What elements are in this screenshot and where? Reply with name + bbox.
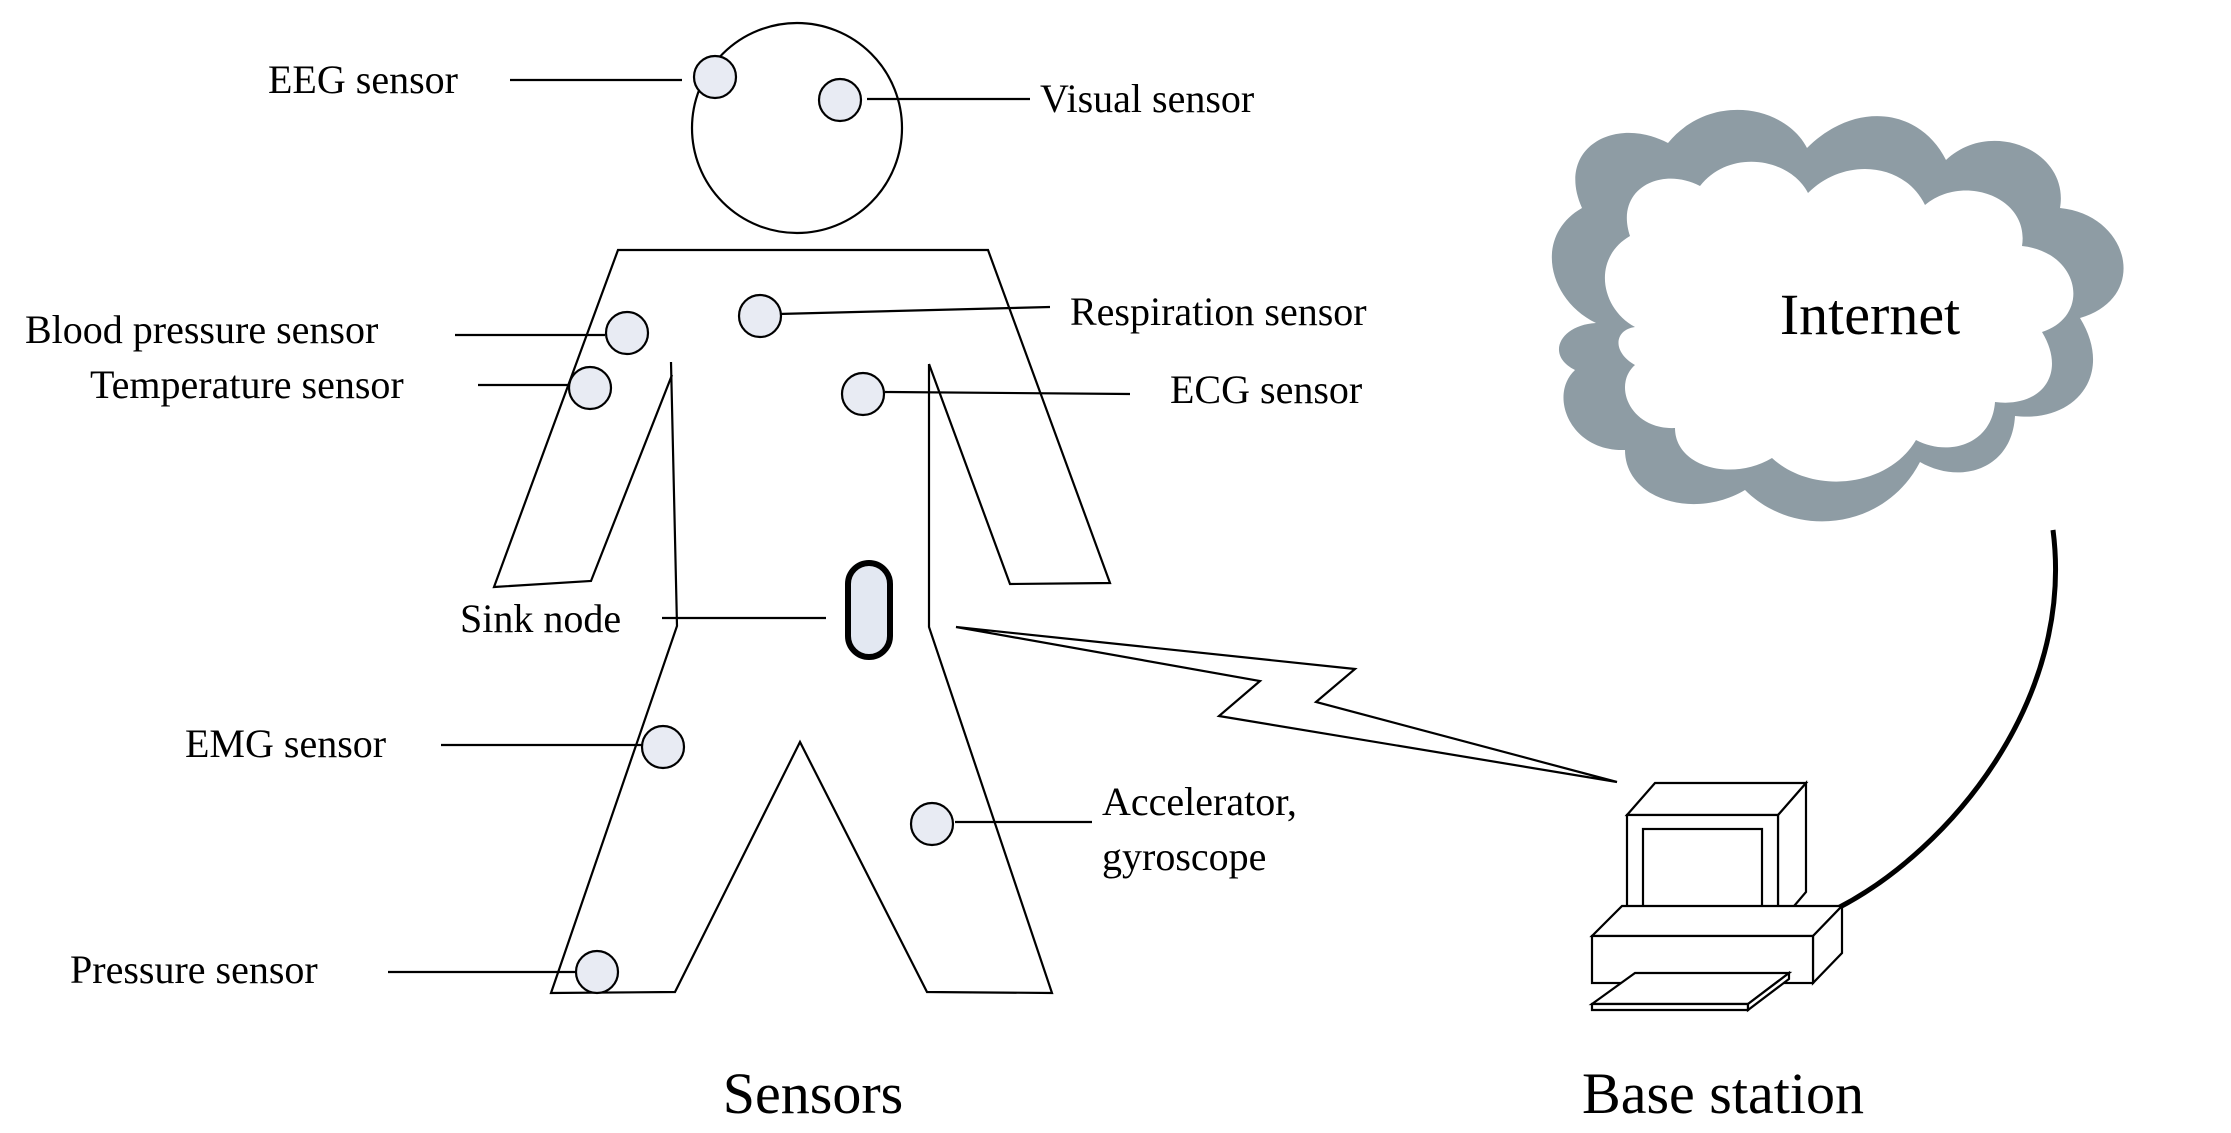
accelerator-label-line1: Accelerator, — [1102, 779, 1297, 824]
computer-icon — [1588, 780, 1845, 1013]
pressure-sensor-dot — [574, 949, 620, 995]
eeg-sensor-dot — [692, 54, 738, 100]
blood-pressure-sensor-label: Blood pressure sensor — [25, 307, 378, 352]
emg-sensor-label: EMG sensor — [185, 721, 386, 766]
ecg-sensor-dot — [840, 371, 886, 417]
blood-pressure-sensor-dot — [604, 310, 650, 356]
respiration-sensor-dot — [737, 293, 783, 339]
human-body-outline — [492, 248, 1112, 995]
accelerator-sensor-dot — [909, 801, 955, 847]
temperature-sensor-label: Temperature sensor — [90, 362, 404, 407]
visual-sensor-label: Visual sensor — [1040, 76, 1254, 121]
ecg-sensor-label: ECG sensor — [1170, 367, 1362, 412]
base-station-caption: Base station — [1582, 1061, 1864, 1126]
leader-lines — [388, 78, 1131, 974]
internet-cloud-icon — [1551, 109, 2124, 522]
temperature-sensor-dot — [567, 365, 613, 411]
sink-node-label: Sink node — [460, 596, 621, 641]
visual-sensor-dot — [817, 77, 863, 123]
sensors-caption: Sensors — [723, 1061, 903, 1126]
sink-node-capsule — [845, 560, 893, 660]
internet-label: Internet — [1780, 282, 1960, 347]
emg-sensor-dot — [640, 724, 686, 770]
sensor-dots — [567, 54, 955, 995]
accelerator-label-line2: gyroscope — [1102, 834, 1266, 879]
monitor-screen — [1641, 827, 1764, 917]
respiration-sensor-label: Respiration sensor — [1070, 289, 1367, 334]
head-outline — [690, 21, 904, 235]
pressure-sensor-label: Pressure sensor — [70, 947, 318, 992]
network-cable — [1836, 529, 2059, 911]
eeg-sensor-label: EEG sensor — [268, 57, 458, 102]
wireless-link-icon — [955, 625, 1618, 784]
